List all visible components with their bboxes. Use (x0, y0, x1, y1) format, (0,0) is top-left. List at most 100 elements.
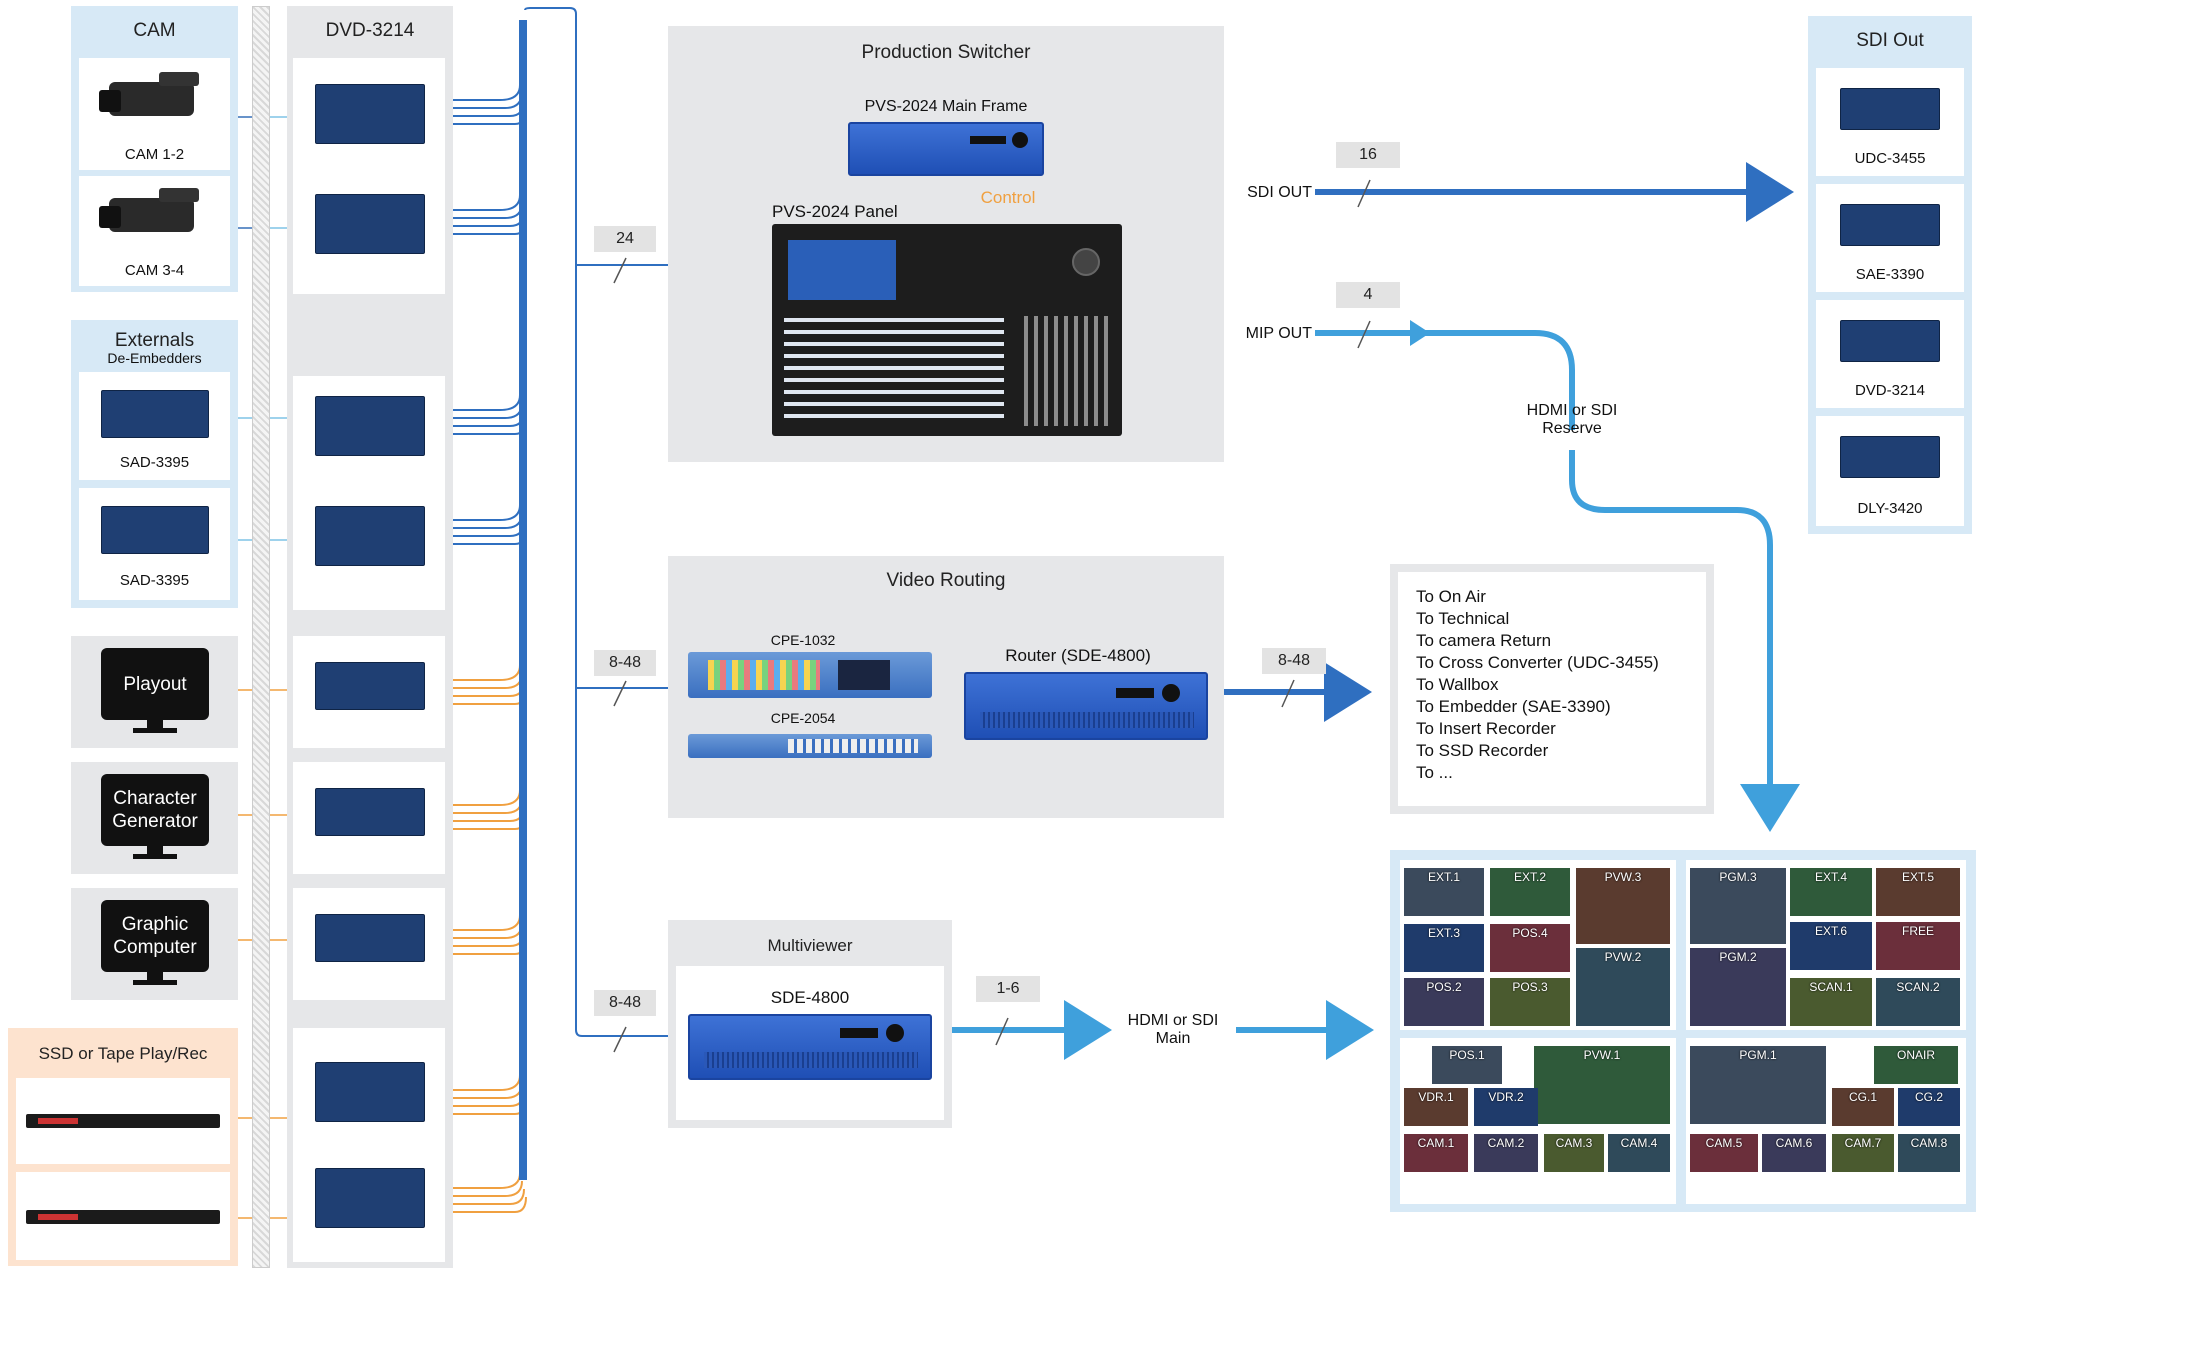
externals-label-2: SAD-3395 (119, 572, 190, 589)
multiview-tile-label: PVW.1 (1583, 1048, 1621, 1062)
multiview-tile[interactable]: EXT.5 (1876, 868, 1960, 916)
dvd-card-3[interactable] (293, 636, 445, 748)
externals-card-2[interactable]: SAD-3395 (79, 488, 230, 600)
multiviewer-device[interactable] (688, 1014, 932, 1080)
dvd-card-4[interactable] (293, 762, 445, 874)
dvd-card-1[interactable] (293, 58, 445, 294)
multiview-tile[interactable]: PVW.2 (1576, 948, 1670, 1026)
main-label-2: Main (1155, 1030, 1191, 1047)
sdi-out-label-3: DVD-3214 (1854, 382, 1926, 399)
playout-monitor[interactable]: Playout (101, 648, 209, 720)
multiview-tile[interactable]: EXT.2 (1490, 868, 1570, 916)
multiview-tile[interactable]: EXT.3 (1404, 924, 1484, 972)
router-device[interactable] (964, 672, 1208, 740)
multiview-tile[interactable]: CAM.7 (1832, 1134, 1894, 1172)
multiview-tile-label: CAM.6 (1775, 1136, 1813, 1150)
badge-24: 24 (594, 226, 656, 252)
destination-item[interactable]: To Embedder (SAE-3390) (1416, 697, 1611, 716)
cam-card-2[interactable]: CAM 3-4 (79, 176, 230, 286)
dvd-column: DVD-3214 (287, 6, 453, 1268)
cpe1-button-grid (708, 660, 820, 690)
multiview-tile[interactable]: CAM.8 (1898, 1134, 1960, 1172)
multiview-tile[interactable]: POS.1 (1432, 1046, 1502, 1084)
multiview-tile[interactable]: CAM.1 (1404, 1134, 1468, 1172)
destination-item[interactable]: To SSD Recorder (1416, 741, 1549, 760)
panel-button-grid (1018, 316, 1110, 426)
multiview-tile[interactable]: PGM.1 (1690, 1046, 1826, 1124)
chargen-monitor[interactable]: Character Generator (101, 774, 209, 846)
board-icon (101, 390, 209, 438)
mainframe-device[interactable] (848, 122, 1044, 176)
multiview-tile[interactable]: CG.1 (1832, 1088, 1894, 1126)
monitor-base (133, 728, 177, 733)
dvd-card-6[interactable] (293, 1028, 445, 1262)
cpe1-label: CPE-1032 (770, 632, 836, 648)
cam-label-2: CAM 3-4 (124, 262, 185, 279)
multiview-tile[interactable]: CAM.4 (1608, 1134, 1670, 1172)
multiview-tile-label: EXT.4 (1814, 870, 1847, 884)
multiview-tile[interactable]: PVW.3 (1576, 868, 1670, 944)
multiview-tile[interactable]: PGM.2 (1690, 948, 1786, 1026)
destination-item[interactable]: To Technical (1416, 609, 1510, 628)
cam-card-1[interactable]: CAM 1-2 (79, 58, 230, 170)
multiview-tile[interactable]: CG.2 (1898, 1088, 1960, 1126)
externals-card-1[interactable]: SAD-3395 (79, 372, 230, 480)
graphic-monitor[interactable]: Graphic Computer (101, 900, 209, 972)
sdi-out-card-3[interactable]: DVD-3214 (1816, 300, 1964, 408)
multiview-tile[interactable]: EXT.4 (1790, 868, 1872, 916)
multiview-tile[interactable]: CAM.5 (1690, 1134, 1758, 1172)
multiview-tile[interactable]: ONAIR (1874, 1046, 1958, 1084)
sdi-out-card-1[interactable]: UDC-3455 (1816, 68, 1964, 176)
multiview-tile[interactable]: POS.3 (1490, 978, 1570, 1026)
multiview-tile[interactable]: SCAN.2 (1876, 978, 1960, 1026)
sdi-out-card-2[interactable]: SAE-3390 (1816, 184, 1964, 292)
multiview-tile[interactable]: CAM.6 (1762, 1134, 1826, 1172)
destination-item[interactable]: To Insert Recorder (1416, 719, 1556, 738)
multiview-tile[interactable]: SCAN.1 (1790, 978, 1872, 1026)
cpe2-device[interactable] (688, 734, 932, 758)
multiview-tile-label: CAM.3 (1555, 1136, 1593, 1150)
sdi-out-card-4[interactable]: DLY-3420 (1816, 416, 1964, 526)
multiview-tile-label: EXT.5 (1901, 870, 1934, 884)
sdi-out-label-2: SAE-3390 (1855, 266, 1925, 283)
mip-out-line (1315, 330, 1575, 430)
sdi-out-title: SDI Out (1856, 30, 1924, 51)
destination-item[interactable]: To Wallbox (1416, 675, 1499, 694)
multiview-tile[interactable]: CAM.3 (1544, 1134, 1604, 1172)
destination-item[interactable]: To camera Return (1416, 631, 1552, 650)
multiview-tile-label: POS.3 (1512, 980, 1548, 994)
dvd-card-2[interactable] (293, 376, 445, 610)
board-icon (315, 194, 425, 254)
multiview-tile[interactable]: POS.4 (1490, 924, 1570, 972)
monitor-base (133, 980, 177, 985)
vertical-bus (519, 20, 527, 1180)
switcher-panel-device[interactable] (772, 224, 1122, 436)
multiview-tile[interactable]: VDR.1 (1404, 1088, 1468, 1126)
mip-out-label: MIP OUT (1245, 325, 1312, 342)
dvd-card-5[interactable] (293, 888, 445, 1000)
badge-8-48-out: 8-48 (1262, 648, 1326, 674)
multiview-tile[interactable]: CAM.2 (1474, 1134, 1538, 1172)
destination-item[interactable]: To ... (1416, 763, 1453, 782)
playout-panel: Playout (71, 636, 238, 748)
multiview-tile[interactable]: VDR.2 (1474, 1088, 1538, 1126)
ssd-card-1[interactable] (16, 1078, 230, 1164)
multiview-tile[interactable]: FREE (1876, 922, 1960, 970)
multiview-tile[interactable]: PVW.1 (1534, 1046, 1670, 1124)
multiview-tile-label: CAM.2 (1487, 1136, 1525, 1150)
multiview-tile-label: CG.2 (1914, 1090, 1943, 1104)
ssd-card-2[interactable] (16, 1172, 230, 1260)
destination-item[interactable]: To On Air (1416, 587, 1486, 606)
multiview-tile[interactable]: POS.2 (1404, 978, 1484, 1026)
cpe1-device[interactable] (688, 652, 932, 698)
multiview-tile[interactable]: EXT.1 (1404, 868, 1484, 916)
multiview-tile-label: CAM.1 (1417, 1136, 1455, 1150)
multiview-tile-label: VDR.1 (1418, 1090, 1454, 1104)
multiview-tile[interactable]: PGM.3 (1690, 868, 1786, 944)
cam-panel: CAM CAM 1-2 CAM 3-4 (71, 6, 238, 292)
destination-item[interactable]: To Cross Converter (UDC-3455) (1416, 653, 1659, 672)
multiview-tile-label: POS.1 (1449, 1048, 1485, 1062)
multiview-tile[interactable]: EXT.6 (1790, 922, 1872, 970)
